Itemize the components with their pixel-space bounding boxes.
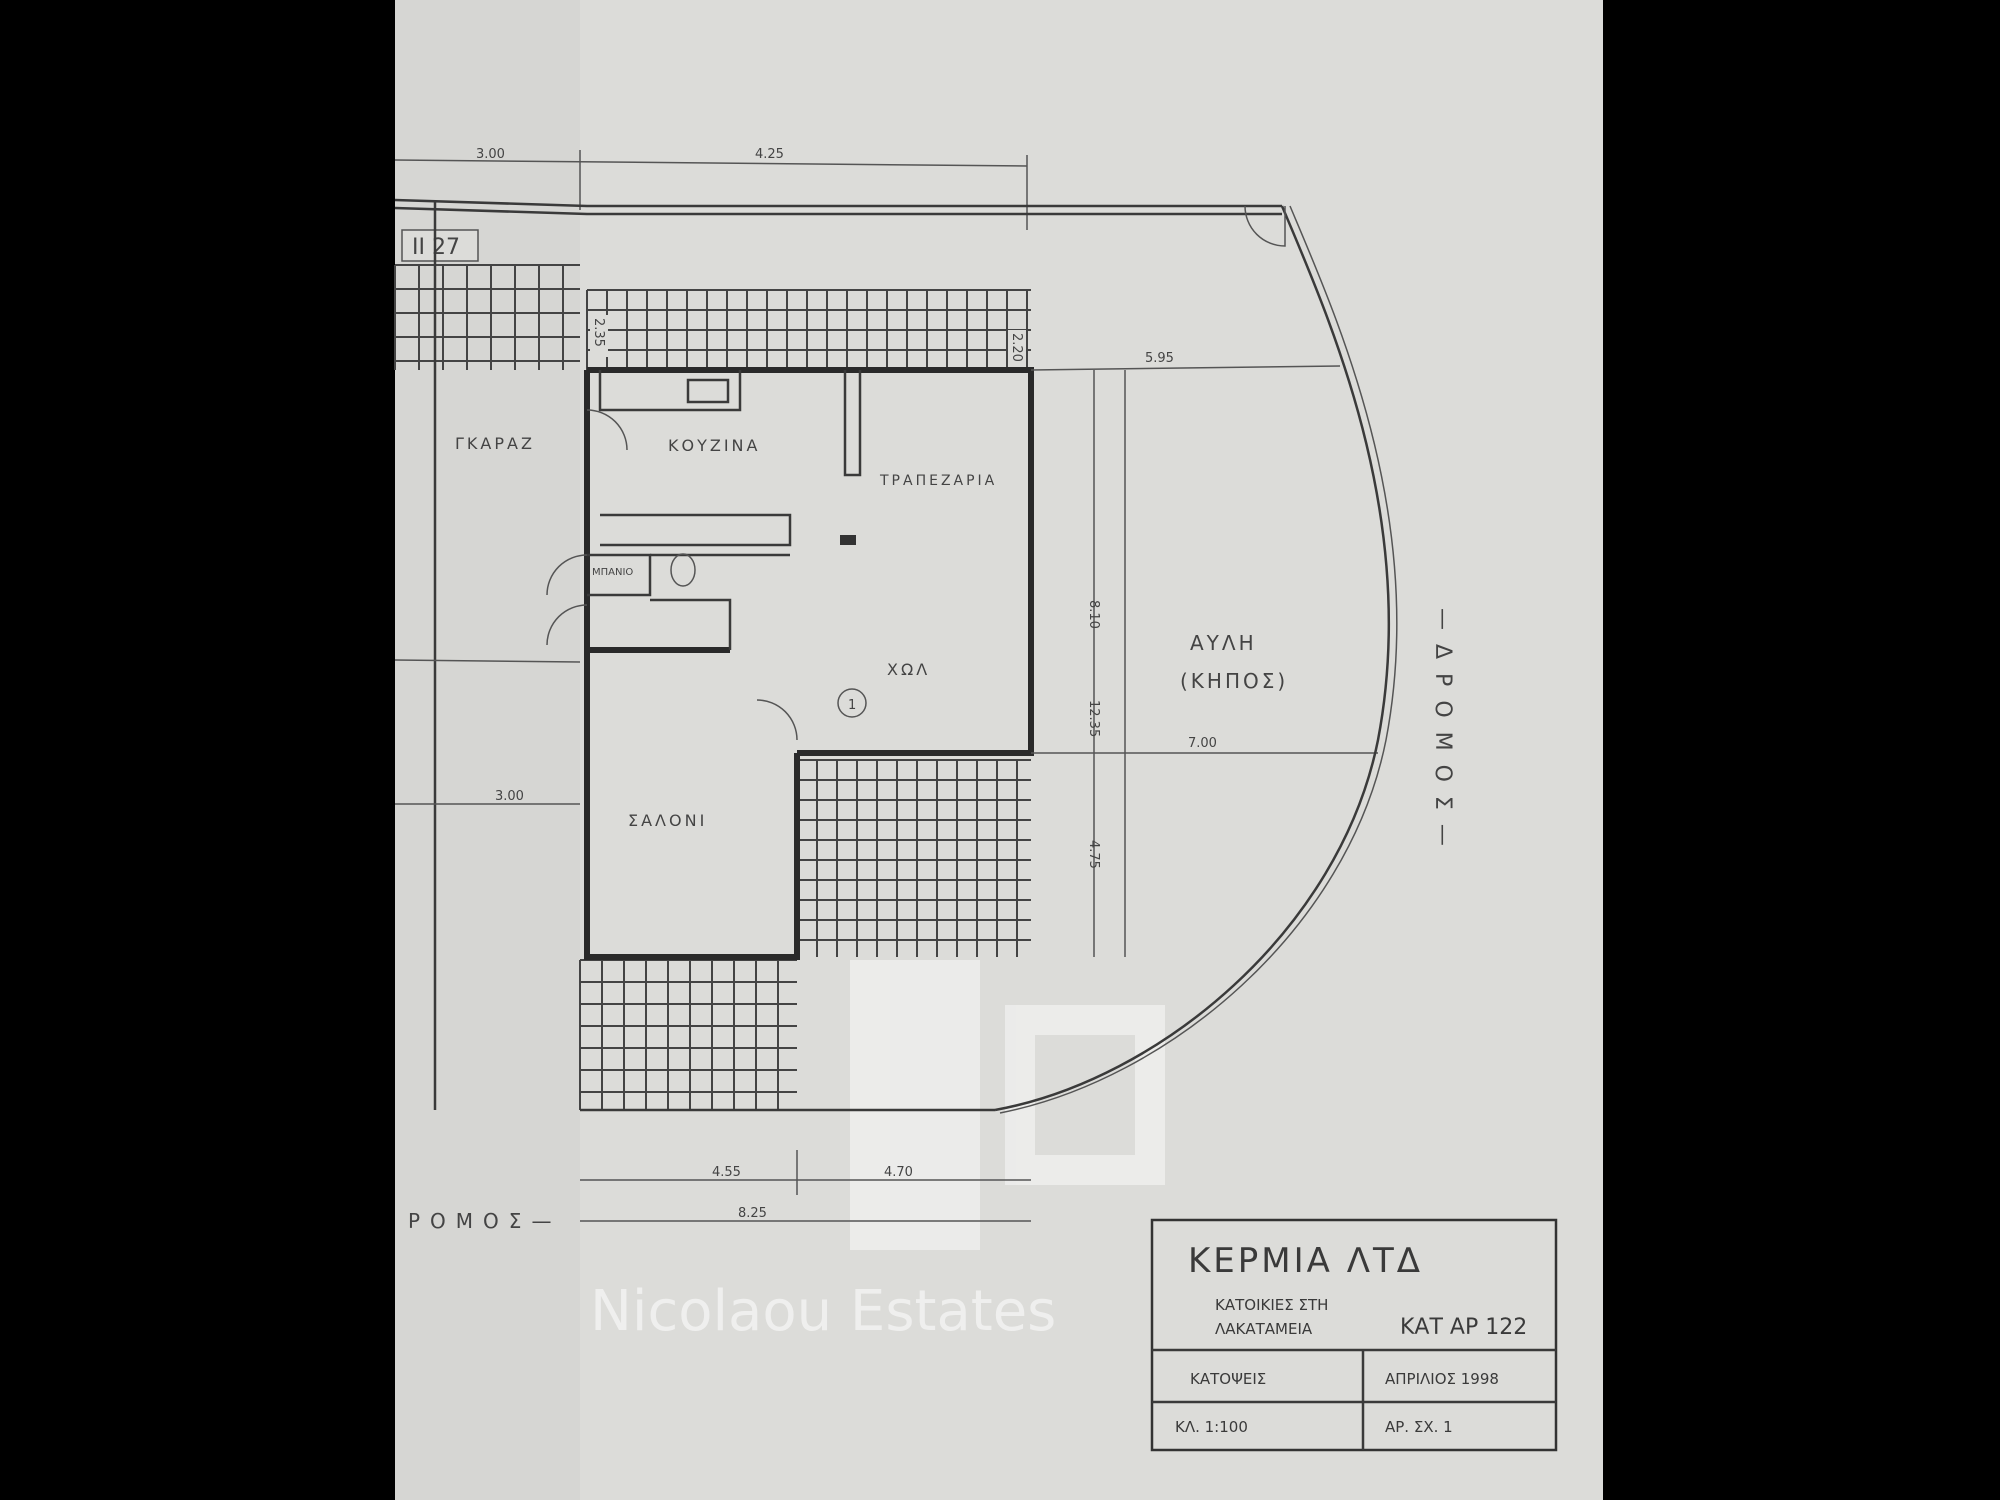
drawing-scale: ΚΛ. 1:100 <box>1175 1418 1248 1436</box>
dim-garage-width: 3.00 <box>495 789 524 804</box>
company-name: ΚΕΡΜΙΑ ΛΤΔ <box>1188 1241 1423 1281</box>
watermark-logo <box>850 960 1165 1250</box>
dim-bottom-total: 8.25 <box>738 1206 767 1221</box>
room-label-bathroom: ΜΠΑΝΙΟ <box>592 567 633 578</box>
dim-vertical-lower: 4.75 <box>1086 840 1101 869</box>
title-block: ΚΕΡΜΙΑ ΛΤΔ ΚΑΤΟΙΚΙΕΣ ΣΤΗ ΛΑΚΑΤΑΜΕΙΑ ΚΑΤ … <box>1150 1218 1558 1452</box>
room-label-kitchen: ΚΟΥΖΙΝΑ <box>668 436 760 455</box>
boundary-wall-top <box>394 198 1282 208</box>
room-label-hall: ΧΩΛ <box>887 660 930 679</box>
house-walls <box>546 367 1378 960</box>
road-label-right: —ΔΡΟΜΟΣ— <box>1430 608 1455 860</box>
sheet-number: ΑΡ. ΣΧ. 1 <box>1385 1418 1453 1436</box>
dim-terrace-right: 2.20 <box>1009 333 1024 362</box>
dim-garden-top: 5.95 <box>1145 351 1174 366</box>
room-label-yard-sub: (ΚΗΠΟΣ) <box>1180 669 1288 693</box>
room-label-dining: ΤΡΑΠΕΖΑΡΙΑ <box>879 473 997 489</box>
project-line-2: ΛΑΚΑΤΑΜΕΙΑ <box>1215 1320 1313 1338</box>
room-label-yard: ΑΥΛΗ <box>1190 631 1257 655</box>
tiled-terrace <box>394 264 1031 1110</box>
top-dimension: 3.00 4.25 <box>394 147 1028 230</box>
road-label-bottom: ΡΟΜΟΣ— <box>408 1209 561 1233</box>
dim-bottom-right: 4.70 <box>884 1165 913 1180</box>
plot-number: ΚΑΤ ΑΡ 122 <box>1400 1315 1527 1340</box>
dim-vertical-total: 12.35 <box>1086 700 1101 737</box>
watermark-text: Nicolaou Estates <box>590 1279 1056 1344</box>
drawing-date: ΑΠΡΙΛΙΟΣ 1998 <box>1385 1370 1499 1388</box>
entrance-marker: 1 <box>848 698 856 713</box>
dim-top-main: 4.25 <box>755 147 784 162</box>
room-label-living: ΣΑΛΟΝΙ <box>628 811 707 830</box>
dim-garden-width: 7.00 <box>1188 736 1217 751</box>
drawing-type: ΚΑΤΟΨΕΙΣ <box>1190 1370 1266 1388</box>
room-label-garage: ΓΚΑΡΑΖ <box>455 434 535 453</box>
dim-top-left: 3.00 <box>476 147 505 162</box>
dim-vertical-upper: 8.10 <box>1086 600 1101 629</box>
garden-boundary <box>994 205 1391 1112</box>
project-line-1: ΚΑΤΟΙΚΙΕΣ ΣΤΗ <box>1215 1296 1328 1314</box>
dim-bottom-left: 4.55 <box>712 1165 741 1180</box>
dim-terrace-left: 2.35 <box>591 318 606 347</box>
